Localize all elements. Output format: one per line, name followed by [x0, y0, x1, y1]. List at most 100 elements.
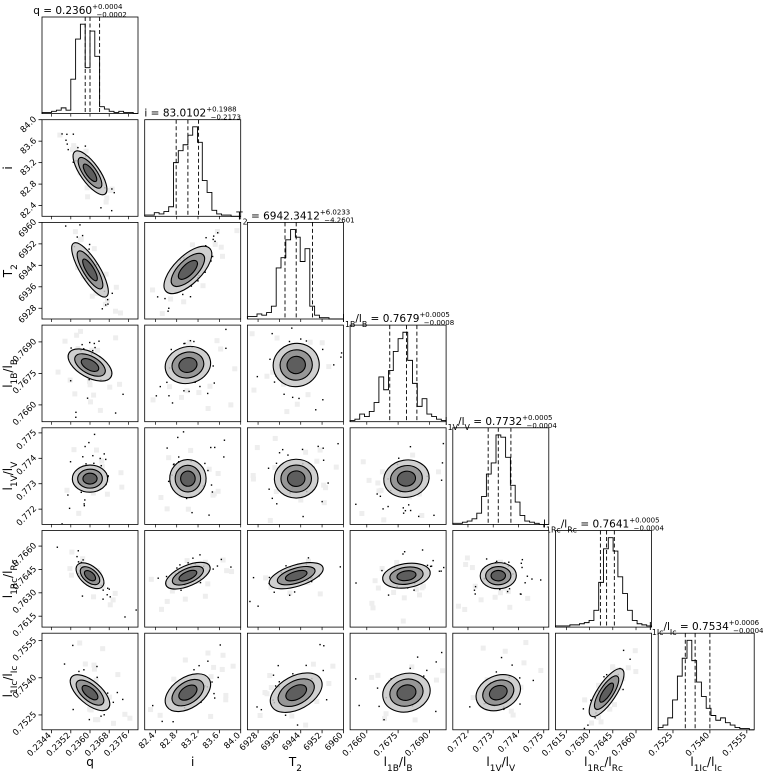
density-cell [205, 650, 211, 656]
sample-point [177, 436, 179, 439]
density-cell [409, 664, 415, 670]
density-cell [538, 667, 544, 673]
sample-point [327, 482, 329, 484]
sample-point [216, 565, 219, 567]
sample-point [440, 479, 443, 481]
sample-point [267, 467, 270, 469]
density-cell [119, 484, 125, 490]
scatter-panel-6-1 [144, 632, 242, 731]
density-cell [232, 366, 238, 372]
panel-frame [246, 632, 344, 731]
panel-title: l1V/lV = 0.7732+0.0005−0.0004 [445, 414, 558, 432]
sample-point [206, 392, 209, 395]
sample-point [283, 393, 285, 395]
density-cell [95, 347, 101, 353]
y-tick-label: 6944 [17, 260, 39, 282]
panel-title: l1Rc/lRc = 0.7641+0.0005−0.0004 [543, 517, 664, 535]
sample-point [301, 448, 304, 451]
density-cell [280, 381, 286, 387]
contour-level-2 [284, 569, 308, 582]
sample-point [508, 588, 511, 590]
sample-point [210, 484, 213, 486]
x-axis-label: i [191, 755, 194, 769]
density-cell [103, 271, 109, 277]
contour-level-2 [396, 684, 417, 701]
sample-point [189, 339, 192, 342]
contour-level-2 [82, 472, 98, 485]
density-cell [218, 244, 224, 250]
x-tick-label: 0.772 [446, 731, 470, 755]
histogram-step-line [246, 229, 344, 320]
sample-point [76, 236, 78, 238]
density-cell [317, 591, 323, 597]
sample-point [521, 566, 523, 569]
density-cell [97, 407, 103, 413]
density-cell [112, 590, 118, 596]
density-cell [440, 668, 446, 674]
scatter-panel-5-1 [144, 530, 242, 628]
y-axis-label: l1V/lV [1, 461, 20, 491]
sample-point [82, 456, 84, 458]
density-cell [83, 148, 89, 154]
y-tick-label: 82.8 [19, 179, 39, 199]
sample-point [180, 589, 182, 591]
density-cell [148, 707, 154, 713]
sample-point [305, 340, 308, 342]
density-cell [463, 562, 469, 568]
contour-level-2 [488, 684, 508, 701]
density-cell [93, 717, 99, 723]
sample-point [68, 507, 71, 510]
scatter-panel-3-1 [144, 324, 242, 423]
sample-point [496, 560, 498, 563]
density-cell [189, 242, 195, 248]
y-axis-label: l1Rc/lRc [1, 559, 20, 598]
scatter-panel-3-2 [246, 324, 344, 423]
sample-point [107, 303, 109, 305]
sample-point [179, 564, 181, 566]
sample-point [430, 565, 433, 567]
sample-point [124, 616, 126, 618]
density-cell [74, 332, 80, 338]
density-cell [375, 480, 381, 486]
sample-point [532, 679, 535, 682]
density-cell [287, 590, 293, 596]
density-cell [360, 459, 366, 465]
y-tick-label: 6952 [17, 239, 39, 261]
sample-point [83, 504, 86, 507]
sample-point [88, 243, 91, 246]
sample-point [319, 643, 321, 646]
sample-point [296, 724, 299, 726]
density-cell [150, 397, 156, 403]
scatter-panel-4-0 [41, 427, 139, 525]
scatter-panel-4-2 [246, 427, 344, 525]
density-cell [107, 384, 113, 390]
sample-point [182, 431, 185, 433]
density-cell [202, 559, 208, 565]
sample-point [435, 710, 437, 713]
sample-point [213, 382, 216, 384]
sample-point [72, 161, 74, 163]
histogram-step-line [452, 434, 549, 525]
sample-point [212, 365, 214, 367]
sample-point [442, 442, 445, 445]
density-cell [62, 338, 68, 344]
sample-point [89, 341, 91, 344]
density-cell [212, 241, 218, 247]
y-tick-label: 0.7555 [11, 636, 39, 664]
density-cell [104, 195, 110, 201]
sample-point [322, 447, 324, 449]
sample-point [184, 342, 186, 345]
sample-point [402, 507, 405, 509]
x-axis-label: l1Rc/lRc [584, 755, 623, 771]
sample-point [292, 673, 294, 675]
density-cell [507, 604, 513, 610]
density-cell [85, 194, 91, 200]
density-cell [208, 674, 214, 680]
sample-point [339, 566, 342, 568]
panel-frame [452, 427, 550, 525]
sample-point [520, 593, 522, 595]
sample-point [100, 464, 102, 467]
sample-point [77, 146, 79, 149]
sample-point [197, 280, 199, 282]
